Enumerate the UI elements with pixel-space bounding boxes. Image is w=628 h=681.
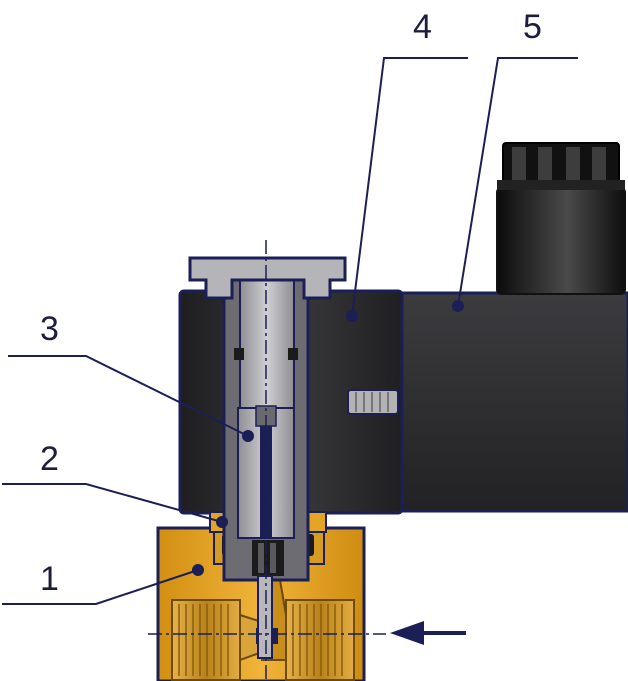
callout-1: 1	[40, 560, 59, 598]
leader-dot-2	[216, 516, 228, 528]
leader-dot-4	[346, 310, 358, 322]
leader-dot-3	[242, 430, 254, 442]
leader-dot-1	[192, 564, 204, 576]
plug-connector	[496, 142, 626, 295]
leader-dot-5	[452, 300, 464, 312]
flow-direction-arrow	[390, 621, 466, 645]
retaining-nut	[188, 256, 347, 300]
leader-line-4	[351, 57, 468, 317]
callout-5: 5	[523, 8, 542, 46]
callout-4: 4	[413, 8, 432, 46]
leader-line-2	[2, 483, 223, 523]
leader-line-5	[457, 57, 578, 307]
callout-2: 2	[40, 440, 59, 478]
fixing-screw	[347, 389, 399, 415]
leader-line-1	[2, 569, 199, 605]
terminal-box	[400, 291, 628, 513]
leader-line-3	[8, 355, 249, 437]
callout-3: 3	[40, 310, 59, 348]
